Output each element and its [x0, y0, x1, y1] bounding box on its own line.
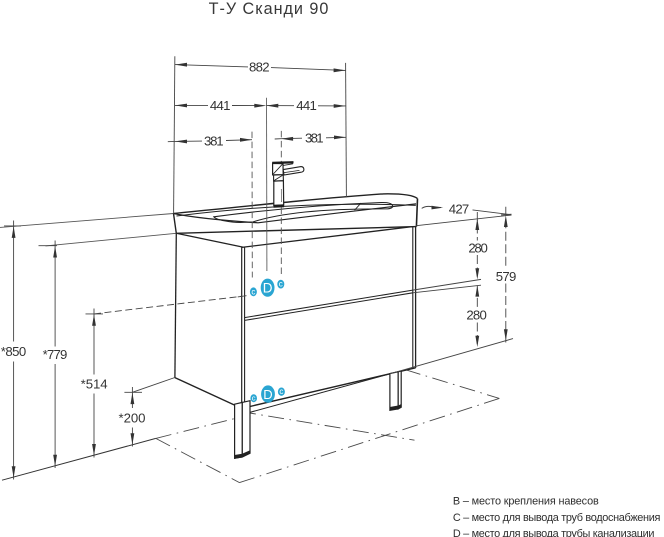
- svg-text:280: 280: [468, 241, 488, 256]
- svg-text:C – место для вывода труб водо: C – место для вывода труб водоснабжения: [453, 512, 661, 524]
- svg-text:c: c: [252, 394, 256, 403]
- svg-text:D: D: [263, 281, 273, 296]
- svg-text:*514: *514: [81, 376, 108, 391]
- svg-text:579: 579: [496, 269, 517, 284]
- svg-text:*850: *850: [1, 344, 27, 359]
- svg-text:381: 381: [305, 130, 324, 145]
- svg-text:D: D: [263, 387, 272, 402]
- svg-text:882: 882: [249, 59, 270, 74]
- svg-text:Т-У Сканди 90: Т-У Сканди 90: [209, 0, 329, 18]
- svg-text:*200: *200: [119, 410, 146, 425]
- svg-text:D – место для вывода трубы кан: D – место для вывода трубы канализации: [453, 528, 655, 537]
- svg-text:c: c: [279, 387, 283, 396]
- svg-text:*779: *779: [43, 347, 68, 362]
- svg-text:B – место крепления навесов: B – место крепления навесов: [453, 495, 599, 507]
- svg-text:441: 441: [210, 98, 231, 113]
- svg-text:c: c: [279, 280, 283, 289]
- svg-text:381: 381: [204, 133, 224, 148]
- svg-text:c: c: [251, 287, 255, 296]
- svg-text:441: 441: [296, 98, 317, 113]
- svg-text:280: 280: [466, 308, 487, 323]
- svg-text:427: 427: [449, 202, 470, 217]
